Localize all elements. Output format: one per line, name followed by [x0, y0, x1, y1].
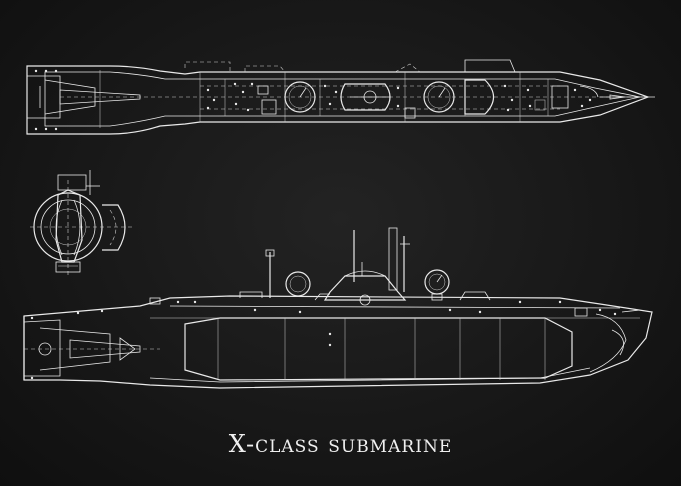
side-view — [23, 227, 653, 389]
poster-title: X-class submarine — [228, 430, 453, 458]
top-view — [26, 59, 655, 135]
end-view — [30, 170, 135, 275]
